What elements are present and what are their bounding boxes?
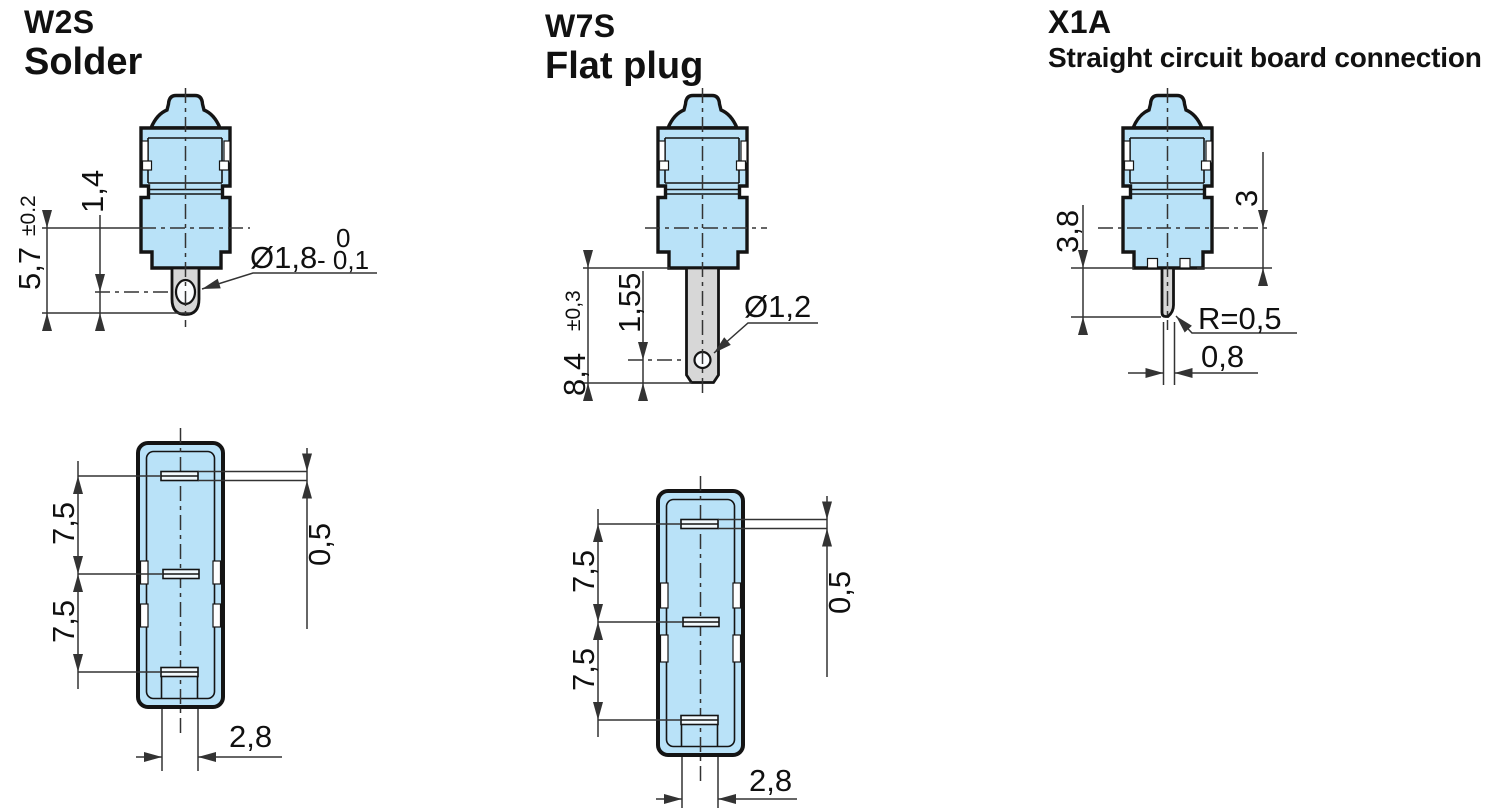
w7s-code: W7S xyxy=(545,8,616,44)
svg-text:0,5: 0,5 xyxy=(822,571,857,614)
w7s-name: Flat plug xyxy=(545,45,704,87)
x1a-dimension-base-to-tip: 3,8 xyxy=(1050,205,1088,335)
w2s-dimension-slot-thickness: 0,5 xyxy=(198,448,337,629)
svg-text:0: 0 xyxy=(336,223,350,253)
svg-text:2,8: 2,8 xyxy=(229,719,272,754)
w2s-dimension-pin-diameter: Ø1,8 0 - 0,1 xyxy=(201,223,377,290)
svg-text:1,4: 1,4 xyxy=(75,170,110,213)
svg-text:7,5: 7,5 xyxy=(566,550,601,593)
w2s-dimension-slot-width: 2,8 xyxy=(136,709,282,771)
x1a-name: Straight circuit board connection xyxy=(1048,42,1482,73)
w2s-side-view: 5,7 ±0.2 1,4 Ø1,8 0 - 0,1 xyxy=(12,88,377,331)
w2s-name: Solder xyxy=(24,41,143,83)
svg-text:5,7: 5,7 xyxy=(12,247,47,290)
svg-text:7,5: 7,5 xyxy=(566,648,601,691)
w2s-code: W2S xyxy=(24,4,95,40)
x1a-dimension-pin-width: 0,8 xyxy=(1128,322,1258,385)
svg-text:R=0,5: R=0,5 xyxy=(1198,301,1282,336)
svg-text:7,5: 7,5 xyxy=(46,600,81,643)
w2s-dimension-total-height: 5,7 ±0.2 xyxy=(12,195,52,331)
svg-text:1,55: 1,55 xyxy=(612,273,647,333)
w7s-dimension-pitch: 7,5 7,5 xyxy=(566,509,683,737)
w7s-dimension-hole-to-tip: 1,55 xyxy=(612,271,648,401)
x1a-dimension-tip-radius: R=0,5 xyxy=(1175,301,1297,336)
w7s-dimension-slot-width: 2,8 xyxy=(656,757,797,808)
w2s-dimension-hole-to-tip: 1,4 xyxy=(75,170,110,331)
w7s-dimension-total-height: 8,4 ±0,3 xyxy=(557,250,593,401)
svg-text:Ø1,8: Ø1,8 xyxy=(250,240,317,275)
w7s-bottom-view: 7,5 7,5 0,5 2,8 xyxy=(566,476,857,808)
svg-text:Ø1,2: Ø1,2 xyxy=(744,289,811,324)
svg-text:±0,3: ±0,3 xyxy=(562,290,585,331)
w7s-side-view: 8,4 ±0,3 1,55 Ø1,2 xyxy=(557,88,818,401)
w7s-dimension-hole-diameter: Ø1,2 xyxy=(713,289,818,354)
x1a-side-view: 3,8 3 R=0,5 0,8 xyxy=(1050,88,1297,385)
w7s-dimension-slot-thickness: 0,5 xyxy=(718,496,857,677)
svg-text:0,5: 0,5 xyxy=(302,523,337,566)
svg-text:±0.2: ±0.2 xyxy=(17,195,40,236)
svg-text:3,8: 3,8 xyxy=(1050,210,1085,253)
x1a-dimension-centerline-to-base: 3 xyxy=(1229,152,1268,286)
w2s-bottom-view: 7,5 7,5 0,5 2,8 xyxy=(46,428,337,771)
x1a-code: X1A xyxy=(1048,4,1112,40)
svg-text:- 0,1: - 0,1 xyxy=(317,245,369,275)
w2s-dimension-pitch: 7,5 7,5 xyxy=(46,461,163,689)
svg-text:2,8: 2,8 xyxy=(749,763,792,798)
svg-text:8,4: 8,4 xyxy=(557,353,592,396)
svg-text:7,5: 7,5 xyxy=(46,502,81,545)
w2s-header: W2S Solder xyxy=(24,4,142,83)
svg-text:0,8: 0,8 xyxy=(1201,339,1244,374)
svg-text:3: 3 xyxy=(1229,190,1264,207)
w7s-header: W7S Flat plug xyxy=(545,8,703,87)
x1a-header: X1A Straight circuit board connection xyxy=(1048,4,1482,75)
